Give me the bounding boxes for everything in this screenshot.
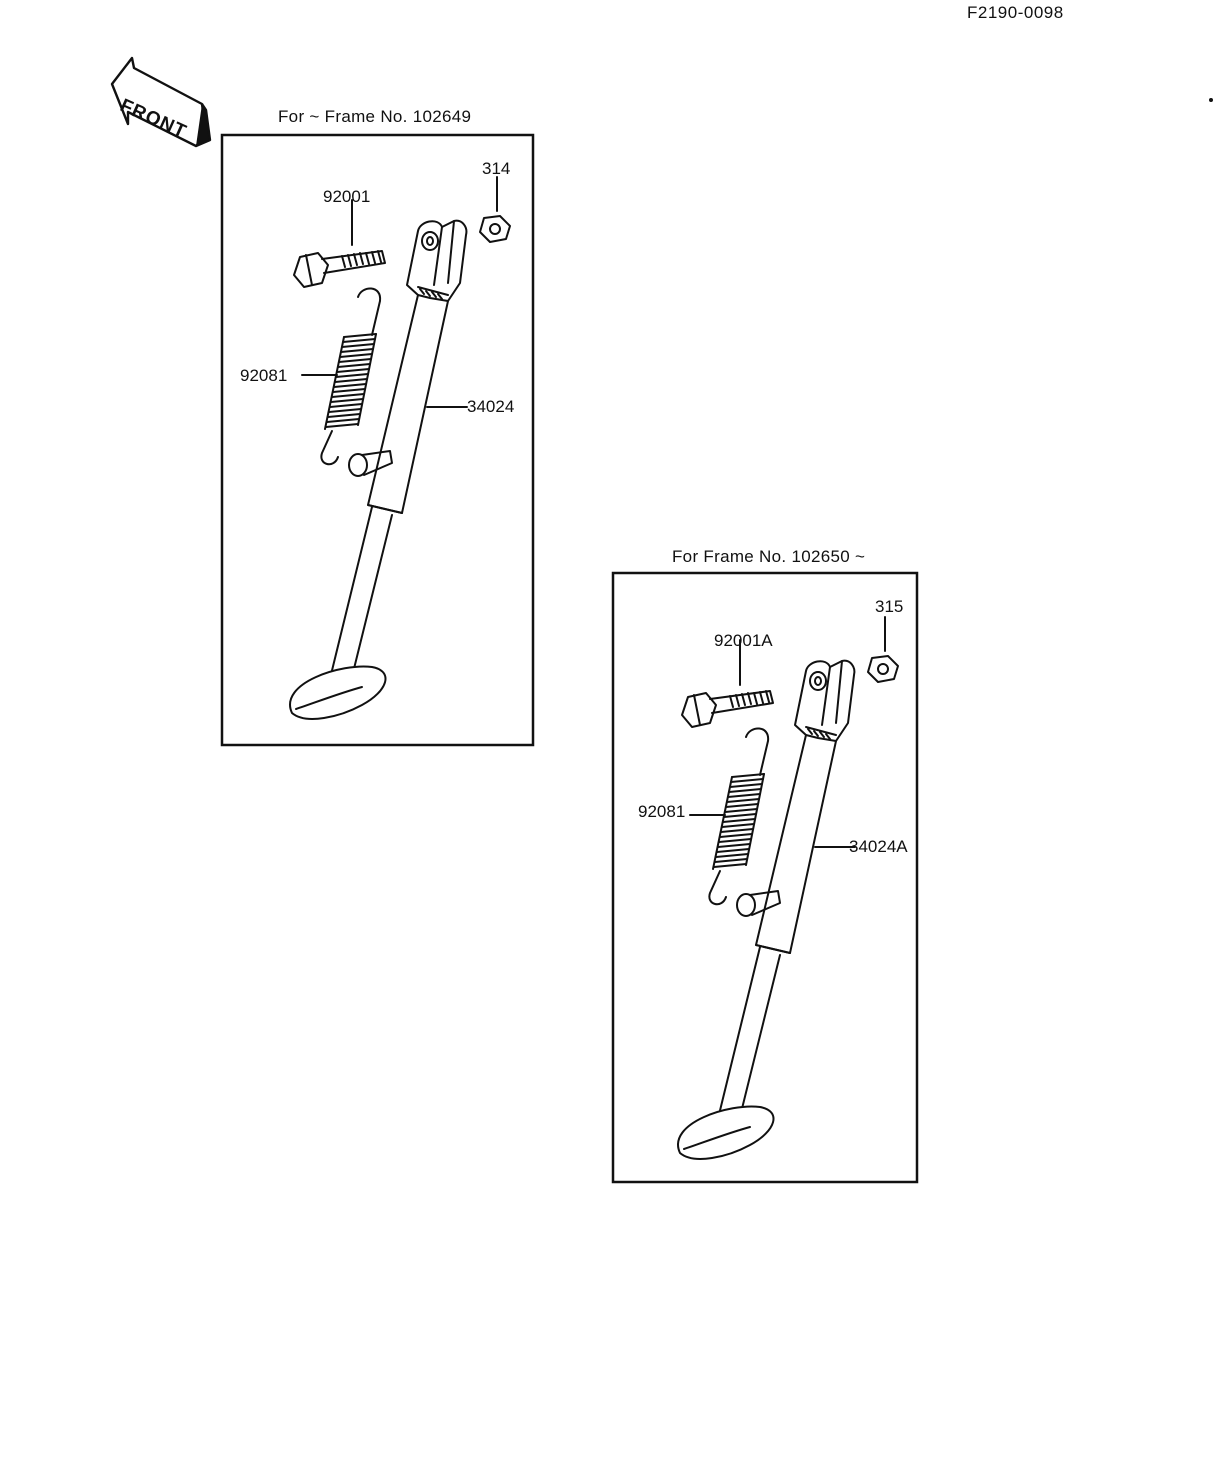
panel-2-part-bolt: 92001A (714, 631, 773, 650)
panel-1-part-nut: 314 (482, 159, 511, 178)
panel-2-frame (611, 571, 919, 1184)
diagram-code: F2190-0098 (967, 3, 1064, 22)
panel-2-caption: For Frame No. 102650 ~ (672, 547, 866, 566)
panel-2-part-spring: 92081 (638, 802, 686, 821)
panel-2-assembly-drawing (677, 616, 899, 1160)
panel-2-part-nut: 315 (875, 597, 904, 616)
panel-1-frame (220, 133, 535, 747)
panel-1-part-bolt: 92001 (323, 187, 371, 206)
margin-mark (1209, 98, 1213, 102)
panel-1-caption: For ~ Frame No. 102649 (278, 107, 472, 126)
panel-1-part-spring: 92081 (240, 366, 288, 385)
panel-1-part-stand: 34024 (467, 397, 515, 416)
panel-2-part-stand: 34024A (849, 837, 908, 856)
panel-1-assembly-drawing (289, 176, 511, 720)
